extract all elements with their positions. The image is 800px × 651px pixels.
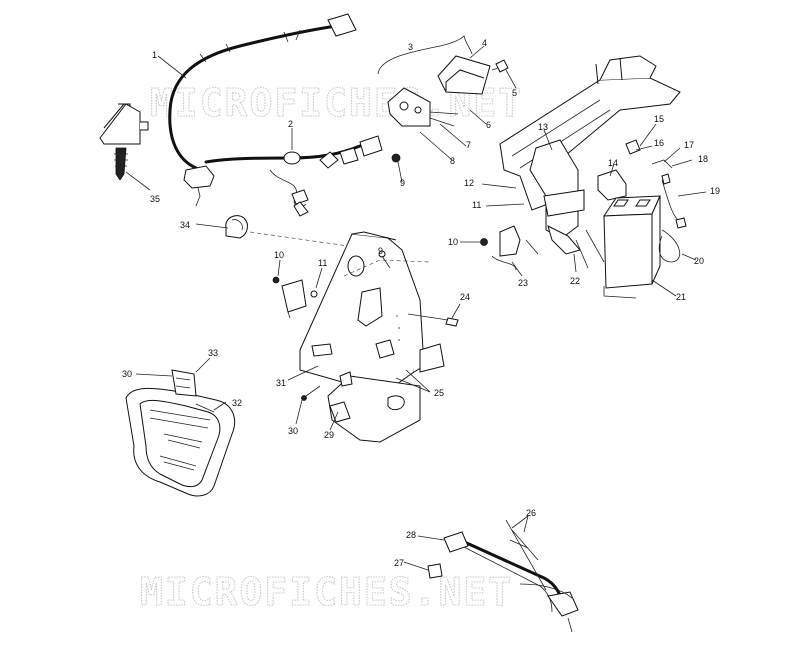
callout-11-left: 11 — [318, 258, 327, 268]
part-35-grommet — [183, 165, 215, 207]
callout-23: 23 — [518, 278, 528, 288]
callout-3: 3 — [408, 42, 413, 52]
support-plate — [299, 231, 459, 443]
callout-24: 24 — [460, 292, 470, 302]
callout-21: 21 — [676, 292, 686, 302]
callout-14: 14 — [608, 158, 618, 168]
callout-9-plate: 9 — [378, 246, 383, 256]
callout-2: 2 — [288, 119, 293, 129]
part-32-grille — [125, 369, 236, 497]
callout-33: 33 — [208, 348, 218, 358]
frame-structure — [499, 55, 687, 269]
callout-30-bottom: 30 — [288, 426, 298, 436]
callout-13: 13 — [538, 122, 548, 132]
callout-20: 20 — [694, 256, 704, 266]
callout-30-left: 30 — [122, 369, 132, 379]
callout-35: 35 — [150, 194, 160, 204]
callout-18: 18 — [698, 154, 708, 164]
callout-9: 9 — [400, 178, 405, 188]
callout-12: 12 — [464, 178, 474, 188]
callout-10-left: 10 — [274, 250, 284, 260]
part-23-clamp — [480, 225, 521, 271]
callout-labels: 1 2 3 4 5 6 7 8 9 13 15 16 17 18 14 12 1… — [122, 38, 720, 568]
callout-26: 26 — [526, 508, 536, 518]
callout-31: 31 — [276, 378, 286, 388]
part-10-11-coil — [272, 276, 318, 319]
part-35-bracket — [99, 103, 149, 181]
callout-4: 4 — [482, 38, 487, 48]
part-30-screw — [301, 385, 321, 401]
callout-19: 19 — [710, 186, 720, 196]
part-3-taillight-assembly — [377, 35, 509, 163]
part-2-connector — [283, 135, 383, 169]
callout-10-right: 10 — [448, 237, 458, 247]
callout-29: 29 — [324, 430, 334, 440]
callout-34: 34 — [180, 220, 190, 230]
callout-1: 1 — [152, 50, 157, 60]
callout-11-right: 11 — [472, 200, 481, 210]
callout-8: 8 — [450, 156, 455, 166]
callout-16: 16 — [654, 138, 664, 148]
callout-22: 22 — [570, 276, 580, 286]
callout-32: 32 — [232, 398, 242, 408]
callout-27: 27 — [394, 558, 404, 568]
part-26-sensor-harness — [427, 519, 579, 633]
callout-5: 5 — [512, 88, 517, 98]
part-34-clamp — [225, 215, 391, 253]
callout-7: 7 — [466, 140, 471, 150]
leader-lines — [125, 45, 707, 571]
callout-28: 28 — [406, 530, 416, 540]
part-21-battery — [603, 195, 681, 299]
callout-6: 6 — [486, 120, 491, 130]
callout-25: 25 — [434, 388, 444, 398]
watermark-bottom: MICROFICHES.NET — [140, 570, 513, 614]
callout-15-top: 15 — [654, 114, 664, 124]
callout-17: 17 — [684, 140, 694, 150]
